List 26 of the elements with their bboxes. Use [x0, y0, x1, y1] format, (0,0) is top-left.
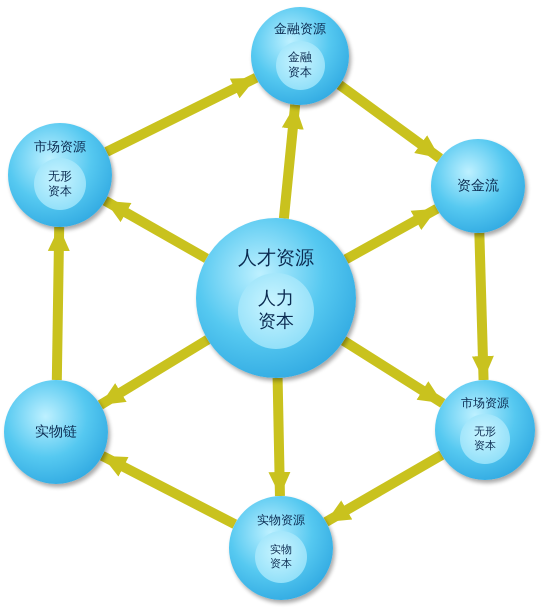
arrow — [100, 451, 238, 529]
node-title: 市场资源 — [461, 396, 509, 411]
inner-circle-label: 实物资本 — [255, 530, 307, 583]
inner-circle-label: 人力资本 — [238, 272, 314, 349]
arrow — [102, 196, 209, 263]
arrow — [344, 204, 440, 264]
arrow — [324, 450, 444, 526]
node-title: 资金流 — [457, 178, 499, 194]
node-title: 实物资源 — [257, 513, 305, 528]
arrow — [472, 232, 494, 380]
arrow — [48, 226, 70, 380]
arrow — [98, 335, 210, 410]
resource-circle — [435, 380, 535, 480]
node-title: 人才资源 — [238, 247, 314, 270]
node-title: 实物链 — [35, 424, 77, 440]
node-title: 市场资源 — [34, 140, 86, 156]
inner-circle-label: 无形资本 — [34, 158, 86, 210]
resource-circle — [431, 139, 525, 233]
inner-circle-label: 金融资本 — [276, 40, 324, 90]
arrow — [268, 378, 290, 496]
arrow — [340, 336, 446, 408]
arrow — [336, 80, 443, 162]
node-title: 金融资源 — [274, 22, 326, 38]
arrow — [278, 104, 304, 219]
arrow — [104, 73, 258, 156]
inner-circle-label: 无形资本 — [460, 414, 510, 464]
